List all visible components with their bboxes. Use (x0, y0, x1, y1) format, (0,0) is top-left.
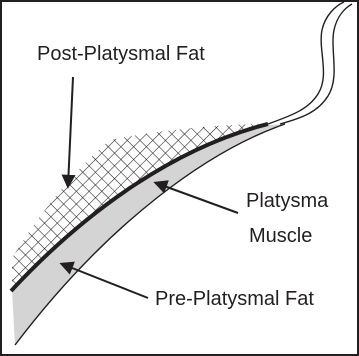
pre-platysmal-fat-arrow (62, 264, 148, 298)
platysma-label-line2: Muscle (249, 225, 312, 247)
platysma-muscle-arrow (156, 183, 238, 213)
skin-contour-line (268, 2, 344, 124)
pre-platysmal-fat-label: Pre-Platysmal Fat (155, 288, 314, 310)
post-platysmal-fat-label: Post-Platysmal Fat (37, 43, 205, 65)
post-platysmal-fat-arrow (68, 77, 73, 186)
skin-contour-outer-line (280, 4, 352, 124)
platysma-label-line1: Platysma (246, 190, 329, 212)
